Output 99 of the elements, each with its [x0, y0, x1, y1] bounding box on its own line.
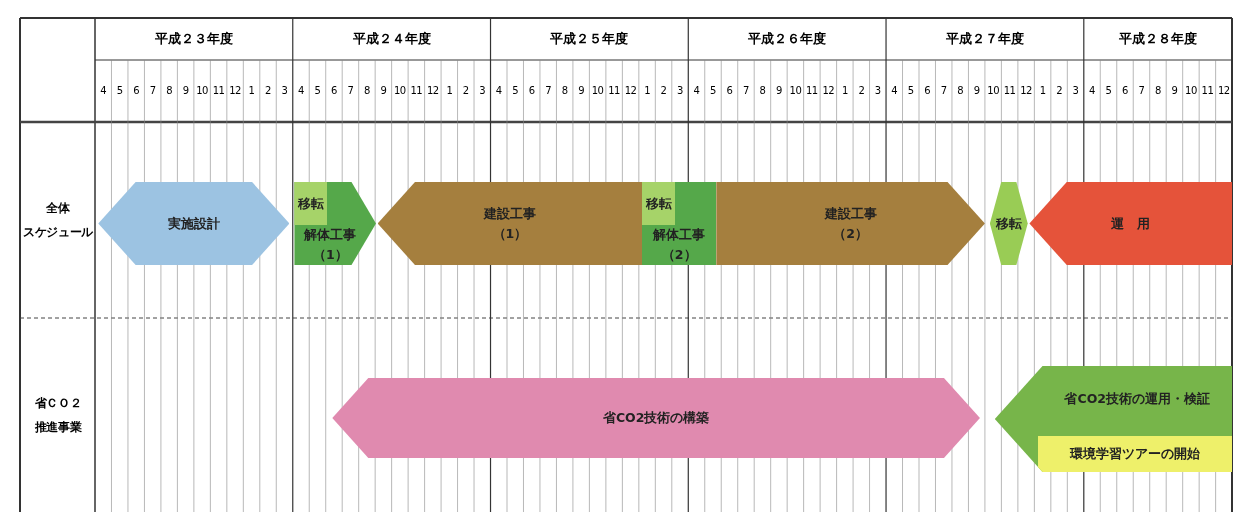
month-label: 2	[857, 83, 866, 98]
month-label: 5	[511, 83, 520, 98]
sub-phase-bar	[294, 182, 328, 225]
month-label: 12	[1019, 83, 1033, 98]
year-header: 平成２３年度	[153, 30, 234, 48]
phase-bar	[642, 182, 717, 265]
month-label: 8	[758, 83, 767, 98]
year-header: 平成２８年度	[1117, 30, 1198, 48]
month-label: 2	[461, 83, 470, 98]
month-label: 11	[1200, 83, 1215, 98]
phase-bar	[294, 182, 376, 265]
month-label: 4	[692, 83, 701, 98]
month-label: 6	[330, 83, 338, 98]
month-label: 12	[425, 83, 440, 98]
phase-bar	[377, 182, 643, 265]
month-label: 7	[742, 83, 750, 98]
month-label: 5	[313, 83, 322, 98]
month-label: 10	[393, 83, 407, 98]
bar-label: 移転	[296, 194, 325, 213]
year-header: 平成２４年度	[351, 30, 432, 48]
month-label: 5	[1104, 83, 1113, 98]
month-label: 3	[280, 83, 289, 98]
month-label: 1	[643, 83, 651, 98]
month-label: 3	[676, 83, 684, 98]
month-label: 4	[494, 83, 503, 98]
month-label: 9	[972, 83, 981, 98]
month-label: 9	[1170, 83, 1179, 98]
month-label: 2	[264, 83, 272, 98]
month-label: 7	[1137, 83, 1146, 98]
month-label: 7	[346, 83, 355, 98]
month-label: 7	[939, 83, 948, 98]
month-label: 6	[923, 83, 932, 98]
month-label: 8	[956, 83, 965, 98]
month-label: 11	[1002, 83, 1017, 98]
month-label: 9	[774, 83, 783, 98]
phase-bar	[98, 182, 290, 265]
month-label: 7	[544, 83, 553, 98]
bar-label: 移転	[644, 194, 673, 213]
month-label: 10	[195, 83, 209, 98]
month-label: 10	[590, 83, 605, 98]
sub-phase-bar	[1037, 436, 1232, 472]
month-label: 9	[577, 83, 586, 98]
bar-label: 実施設計	[166, 214, 221, 233]
month-label: 8	[560, 83, 569, 98]
phase-bar	[716, 182, 985, 265]
month-label: 1	[1038, 83, 1047, 98]
month-label: 11	[211, 83, 226, 98]
year-header: 平成２６年度	[747, 30, 828, 48]
month-label: 4	[1088, 83, 1096, 98]
month-label: 10	[1184, 83, 1198, 98]
month-label: 10	[986, 83, 1000, 98]
month-label: 3	[873, 83, 882, 98]
month-label: 1	[840, 83, 849, 98]
month-label: 12	[821, 83, 836, 98]
month-label: 11	[607, 83, 621, 98]
bar-label: 省CO2技術の構築	[601, 409, 711, 427]
phase-bar	[994, 366, 1232, 472]
month-label: 4	[99, 83, 108, 98]
bar-label: 建設工事（1）	[482, 204, 537, 243]
phase-bar	[1029, 182, 1232, 265]
bar-label: 解体工事（1）	[303, 226, 358, 265]
month-label: 3	[1071, 83, 1080, 98]
bar-label: 省CO2技術の運用・検証	[1063, 390, 1211, 409]
month-label: 12	[623, 83, 638, 98]
month-label: 6	[132, 83, 141, 98]
month-label: 8	[362, 83, 371, 98]
row-header: 省ＣＯ２推進事業	[33, 395, 83, 436]
bar-label: 運 用	[1110, 214, 1152, 233]
month-label: 8	[165, 83, 174, 98]
month-label: 11	[409, 83, 424, 98]
month-label: 6	[725, 83, 734, 98]
bar-label: 解体工事（2）	[652, 226, 707, 265]
month-label: 12	[1217, 83, 1231, 98]
month-label: 2	[659, 83, 668, 98]
sub-phase-bar	[642, 182, 676, 225]
row-header: 全体スケジュール	[21, 200, 95, 241]
month-label: 5	[906, 83, 915, 98]
bar-label: 建設工事（2）	[823, 204, 878, 243]
bar-label: 環境学習ツアーの開始	[1068, 445, 1201, 463]
year-header: 平成２５年度	[549, 30, 630, 48]
month-label: 1	[247, 83, 256, 98]
month-label: 11	[805, 83, 819, 98]
bar-label: 移転	[994, 214, 1023, 233]
month-label: 10	[788, 83, 803, 98]
month-label: 2	[1055, 83, 1063, 98]
month-label: 12	[228, 83, 242, 98]
month-label: 3	[478, 83, 487, 98]
month-label: 4	[890, 83, 899, 98]
month-label: 6	[1121, 83, 1129, 98]
year-header: 平成２７年度	[944, 30, 1025, 48]
month-label: 9	[181, 83, 190, 98]
month-label: 5	[115, 83, 124, 98]
month-label: 5	[709, 83, 717, 98]
month-label: 1	[445, 83, 454, 98]
month-label: 6	[527, 83, 536, 98]
month-label: 9	[379, 83, 388, 98]
month-label: 4	[297, 83, 305, 98]
month-label: 7	[148, 83, 157, 98]
month-label: 8	[1154, 83, 1162, 98]
